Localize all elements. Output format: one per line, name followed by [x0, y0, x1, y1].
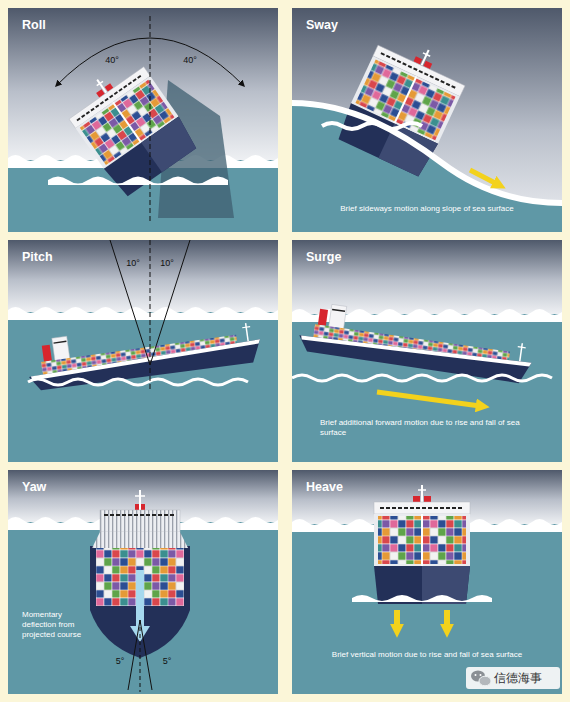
yawing-ship — [90, 490, 190, 658]
front-wave — [352, 595, 492, 602]
panel-title: Surge — [306, 250, 341, 264]
panel-title: Yaw — [22, 480, 46, 494]
motion-panel: Pitch — [8, 240, 278, 462]
sway-panel-art — [292, 8, 562, 232]
motion-panel: HeaveBrief vertical motion due to rise a… — [292, 470, 562, 694]
watermark-patch — [466, 667, 560, 689]
roll-arc — [56, 38, 244, 86]
angle-line — [140, 620, 152, 690]
panel-title: Roll — [22, 18, 46, 32]
angle-label: 5° — [163, 656, 172, 666]
sea-foam — [292, 375, 552, 381]
motion-arrow — [470, 170, 497, 184]
sea — [8, 522, 278, 694]
motion-caption: Brief sideways motion along slope of sea… — [307, 204, 547, 214]
vertical-axis — [150, 240, 151, 390]
vertical-axis — [150, 16, 151, 223]
sky — [8, 470, 278, 522]
panel-title: Pitch — [22, 250, 53, 264]
swaying-ship — [335, 30, 472, 178]
surging-ship — [297, 300, 536, 384]
heaving-ship — [374, 485, 470, 604]
sky — [292, 8, 562, 232]
sky — [8, 240, 278, 312]
heave-panel-art — [292, 470, 562, 694]
sea-foam — [28, 379, 248, 385]
motion-caption: Brief vertical motion due to rise and fa… — [302, 650, 552, 660]
front-wave — [48, 177, 228, 186]
angle-line — [128, 620, 140, 690]
motion-arrow — [444, 610, 450, 628]
motion-caption: Brief additional forward motion due to r… — [320, 418, 548, 438]
motion-panel: YawMomentary deflection from projected c… — [8, 470, 278, 694]
pitch-panel-art — [8, 240, 278, 462]
panel-title: Heave — [306, 480, 343, 494]
angle-label: 40° — [105, 55, 119, 65]
angle-label: 40° — [183, 55, 197, 65]
angle-label: 5° — [116, 656, 125, 666]
roll-panel-art — [8, 8, 278, 232]
wechat-icon — [471, 671, 491, 686]
course-axis — [140, 620, 141, 692]
angle-line — [110, 240, 150, 365]
wave-crest — [8, 307, 278, 320]
sky — [292, 240, 562, 314]
motion-arrow — [377, 392, 480, 406]
angle-label: 10° — [126, 258, 140, 268]
sea-foam — [322, 123, 422, 129]
sea-foam — [292, 103, 562, 203]
motion-panel: SurgeBrief additional forward motion due… — [292, 240, 562, 462]
motion-panel: SwayBrief sideways motion along slope of… — [292, 8, 562, 232]
yaw-panel-art — [8, 470, 278, 694]
panel-title: Sway — [306, 18, 338, 32]
pitching-ship — [24, 310, 263, 394]
watermark: 信德海事 — [494, 670, 542, 687]
motion-panel: Roll — [8, 8, 278, 232]
angle-line — [150, 240, 190, 365]
motion-arrow — [394, 610, 400, 628]
motion-caption: Momentary deflection from projected cour… — [22, 610, 96, 640]
surge-panel-art — [292, 240, 562, 462]
angle-label: 10° — [160, 258, 174, 268]
